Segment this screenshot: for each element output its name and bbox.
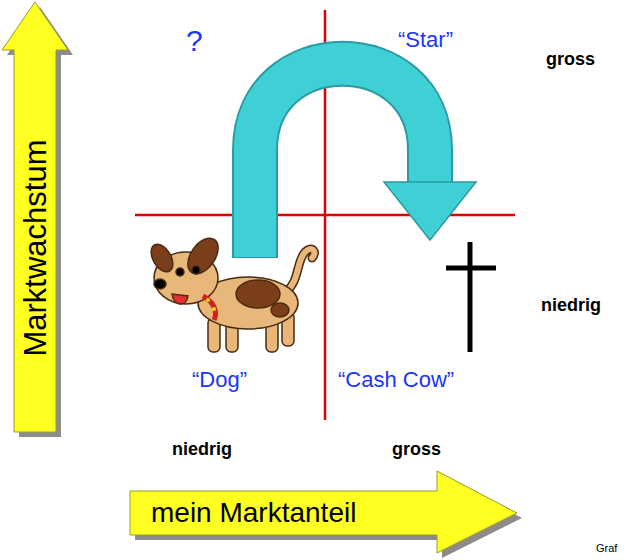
quadrant-label: “Cash Cow” (338, 368, 454, 392)
arrow-head (384, 182, 476, 240)
quadrant-label: “Star” (398, 28, 453, 52)
scale-label: niedrig (172, 440, 232, 460)
scale-label: gross (392, 440, 441, 460)
quadrant-label: “Dog” (192, 368, 247, 392)
arrow-body (130, 471, 517, 553)
quadrant-label: ? (186, 24, 203, 57)
axis-label: mein Marktanteil (151, 499, 356, 527)
lifecycle-arrow (255, 64, 476, 258)
cross-symbol (446, 242, 496, 352)
dog-illustration (147, 233, 315, 352)
author-note: Graf (596, 542, 617, 554)
quadrant-divider (135, 214, 515, 217)
arrow-band (255, 64, 430, 257)
arrow-band-edge (255, 64, 430, 258)
scale-label: niedrig (541, 296, 601, 316)
arrow-body (2, 2, 68, 432)
axis-label: Marktwachstum (20, 139, 51, 356)
share-axis-arrow: mein Marktanteil (125, 465, 525, 560)
growth-axis-arrow: Marktwachstum (0, 0, 78, 445)
scale-label: gross (546, 50, 595, 70)
